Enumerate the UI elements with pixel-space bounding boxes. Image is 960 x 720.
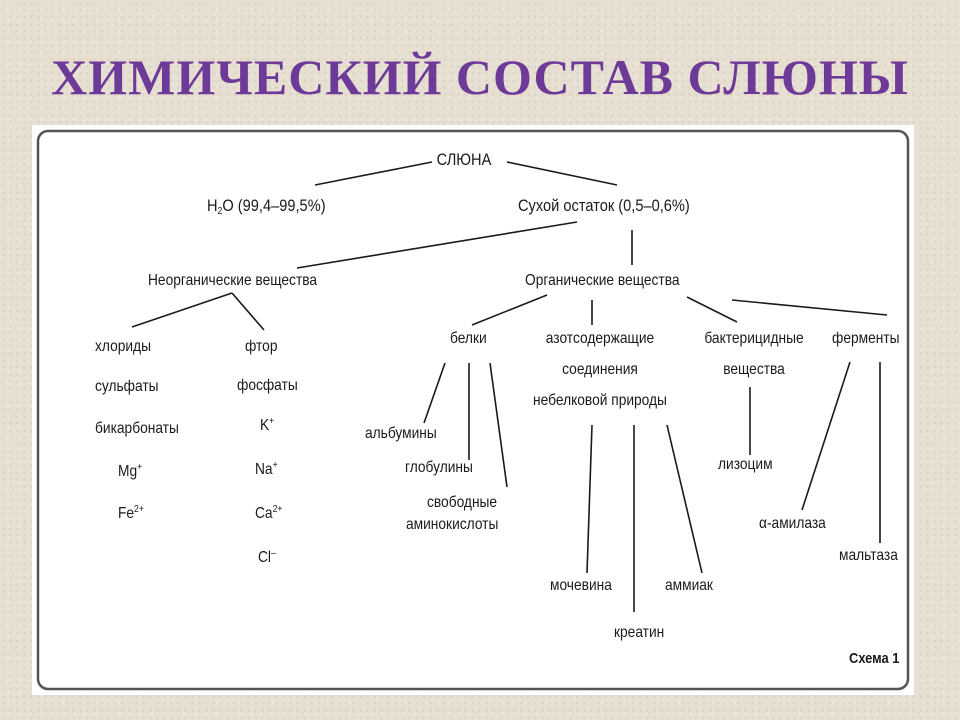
protein-item: аминокислоты	[406, 516, 499, 533]
protein-item: глобулины	[405, 459, 473, 476]
nitrogen-node-line: небелковой природы	[533, 392, 667, 409]
page-title: ХИМИЧЕСКИЙ СОСТАВ СЛЮНЫ	[51, 49, 909, 105]
bactericidal-node-line: вещества	[723, 361, 785, 378]
organic-node: Органические вещества	[525, 272, 680, 289]
dry-residue-node: Сухой остаток (0,5–0,6%)	[518, 196, 690, 215]
nitrogen-item: креатин	[614, 624, 665, 641]
ion-cl: Cl–	[258, 548, 276, 566]
ion-k: K+	[260, 416, 275, 434]
protein-item: свободные	[427, 494, 498, 511]
water-node: H2O (99,4–99,5%)	[207, 196, 326, 217]
inorganic-node: Неорганические вещества	[148, 272, 318, 289]
enzymes-node: ферменты	[832, 330, 900, 347]
inorganic-item: фосфаты	[237, 377, 298, 394]
bactericidal-node-line: бактерицидные	[704, 330, 804, 347]
nitrogen-item: аммиак	[665, 577, 713, 594]
ion-ca: Ca2+	[255, 504, 283, 522]
connector-lines	[36, 129, 910, 691]
inorganic-item: хлориды	[95, 338, 151, 355]
diagram-panel: СЛЮНА H2O (99,4–99,5%) Сухой остаток (0,…	[32, 125, 914, 695]
proteins-node: белки	[450, 330, 487, 347]
ion-na: Na+	[255, 460, 278, 478]
protein-item: альбумины	[365, 425, 437, 442]
inorganic-item: фтор	[245, 338, 278, 355]
nitrogen-node-line: азотсодержащие	[545, 330, 655, 347]
ion-fe: Fe2+	[118, 504, 144, 522]
nitrogen-item: мочевина	[550, 577, 612, 594]
bactericidal-item: лизоцим	[718, 456, 773, 473]
ion-mg: Mg+	[118, 462, 143, 480]
root-node-saliva: СЛЮНА	[436, 150, 492, 169]
enzyme-item: α-амилаза	[759, 515, 826, 532]
inorganic-item: бикарбонаты	[95, 420, 179, 437]
inorganic-item: сульфаты	[95, 378, 159, 395]
enzyme-item: мальтаза	[839, 547, 898, 564]
nitrogen-node-line: соединения	[562, 361, 638, 378]
scheme-label: Схема 1	[849, 650, 900, 667]
